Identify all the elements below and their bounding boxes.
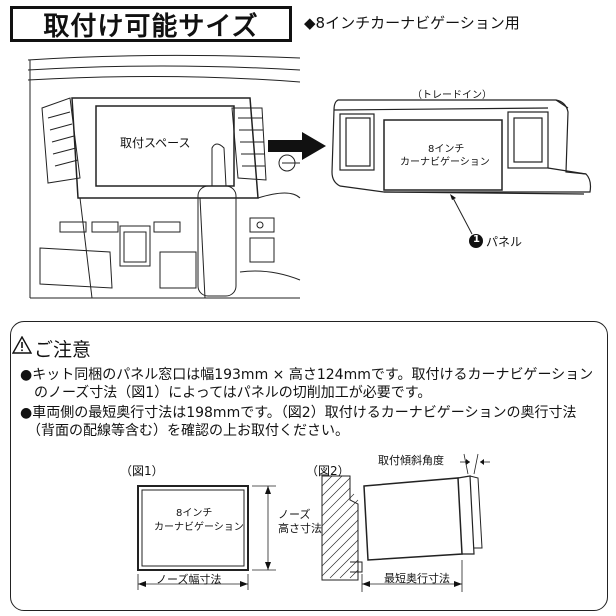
title-box: 取付け可能サイズ: [10, 6, 292, 42]
notice-line-4: （背面の配線等含む）を確認の上お取付ください。: [20, 423, 349, 439]
warning-icon: [12, 336, 32, 354]
subtitle: ◆8インチカーナビゲーション用: [304, 14, 520, 32]
figure2-drawing: [321, 453, 490, 592]
panel-number: 1: [473, 234, 480, 245]
tilt-angle-label: 取付傾斜角度: [378, 454, 444, 467]
notice-line-2: のノーズ寸法（図1）によってはパネルの切削加工が必要です。: [20, 385, 432, 401]
arrow-right-icon: [268, 132, 326, 160]
page-title: 取付け可能サイズ: [43, 11, 259, 42]
installation-illustration: [27, 54, 592, 299]
figures: [137, 453, 490, 592]
notice-title: ご注意: [34, 339, 92, 361]
trade-in-panel-drawing: [331, 99, 592, 195]
panel-label: パネル: [486, 235, 523, 249]
trade-in-label: （トレードイン）: [412, 90, 492, 101]
panel-number-badge: [469, 234, 483, 248]
notice-line-3: ●車両側の最短奥行寸法は198mmです。（図2）取付けるカーナビゲーションの奥行…: [20, 405, 577, 421]
figure1-caption: （図1）: [120, 464, 164, 478]
figure1-drawing: [137, 485, 276, 590]
nose-height-line1: ノーズ: [278, 508, 311, 521]
figure1-navi-line1: 8インチ: [176, 508, 213, 519]
figure1-navi-line2: カーナビゲーション: [154, 522, 244, 533]
navi-label-line1: 8インチ: [428, 144, 465, 155]
min-depth-label: 最短奥行寸法: [384, 572, 450, 585]
mount-space-label: 取付スペース: [120, 136, 191, 150]
navi-label-line2: カーナビゲーション: [400, 157, 490, 168]
notice-box: [10, 321, 608, 611]
nose-height-line2: 高さ寸法: [278, 522, 322, 535]
notice-line-1: ●キット同梱のパネル窓口は幅193mm × 高さ124mmです。取付けるカーナビ…: [20, 367, 594, 383]
nose-width-label: ノーズ幅寸法: [156, 573, 222, 586]
figure2-caption: （図2）: [306, 464, 350, 478]
dashboard-drawing: [27, 54, 301, 299]
